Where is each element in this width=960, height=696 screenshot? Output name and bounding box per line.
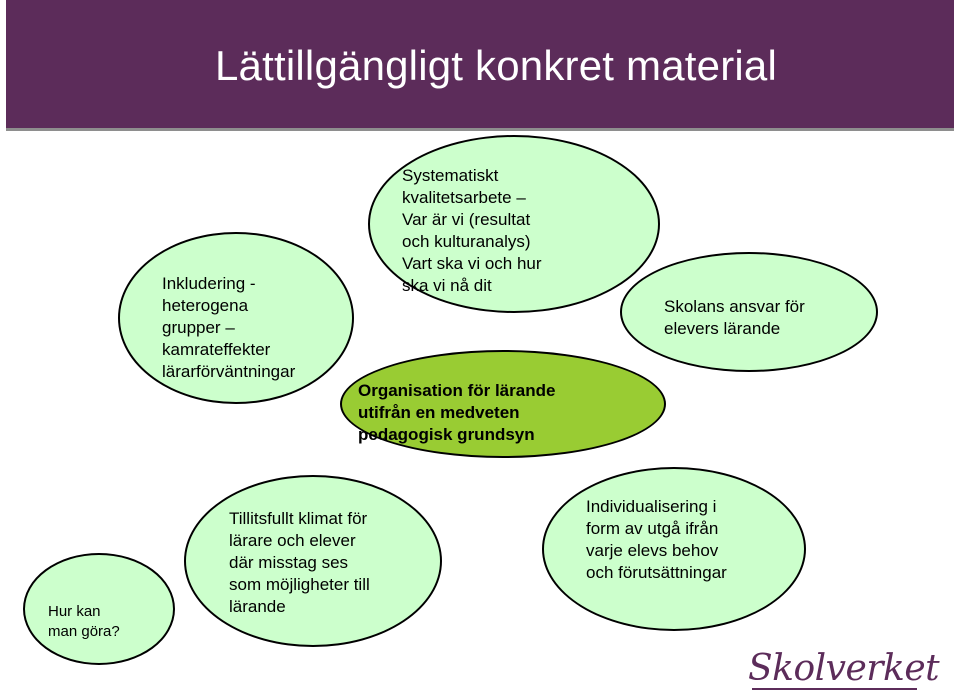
how-text: Hur kan man göra?	[48, 603, 120, 640]
center-text: Organisation för lärande utifrån en medv…	[358, 381, 556, 444]
bottom-right-text: Individualisering i form av utgå ifrån v…	[586, 497, 727, 582]
bottom-left-ellipse	[184, 475, 442, 647]
bottom-right-ellipse	[542, 467, 806, 631]
bottom-left-text: Tillitsfullt klimat för lärare och eleve…	[229, 509, 370, 616]
right-text: Skolans ansvar för elevers lärande	[664, 297, 805, 338]
logo-underline	[752, 688, 917, 690]
how-ellipse	[23, 553, 175, 665]
top-text: Systematiskt kvalitetsarbete – Var är vi…	[402, 166, 542, 295]
center-ellipse	[340, 350, 666, 458]
page-title: Lättillgängligt konkret material	[215, 42, 778, 89]
top-ellipse	[368, 135, 660, 313]
left-ellipse	[118, 232, 354, 404]
right-ellipse	[620, 252, 878, 372]
skolverket-logo: Skolverket	[748, 648, 940, 689]
banner-divider	[6, 128, 954, 131]
left-text: Inkludering - heterogena grupper – kamra…	[162, 274, 296, 381]
title-banner	[6, 0, 954, 128]
